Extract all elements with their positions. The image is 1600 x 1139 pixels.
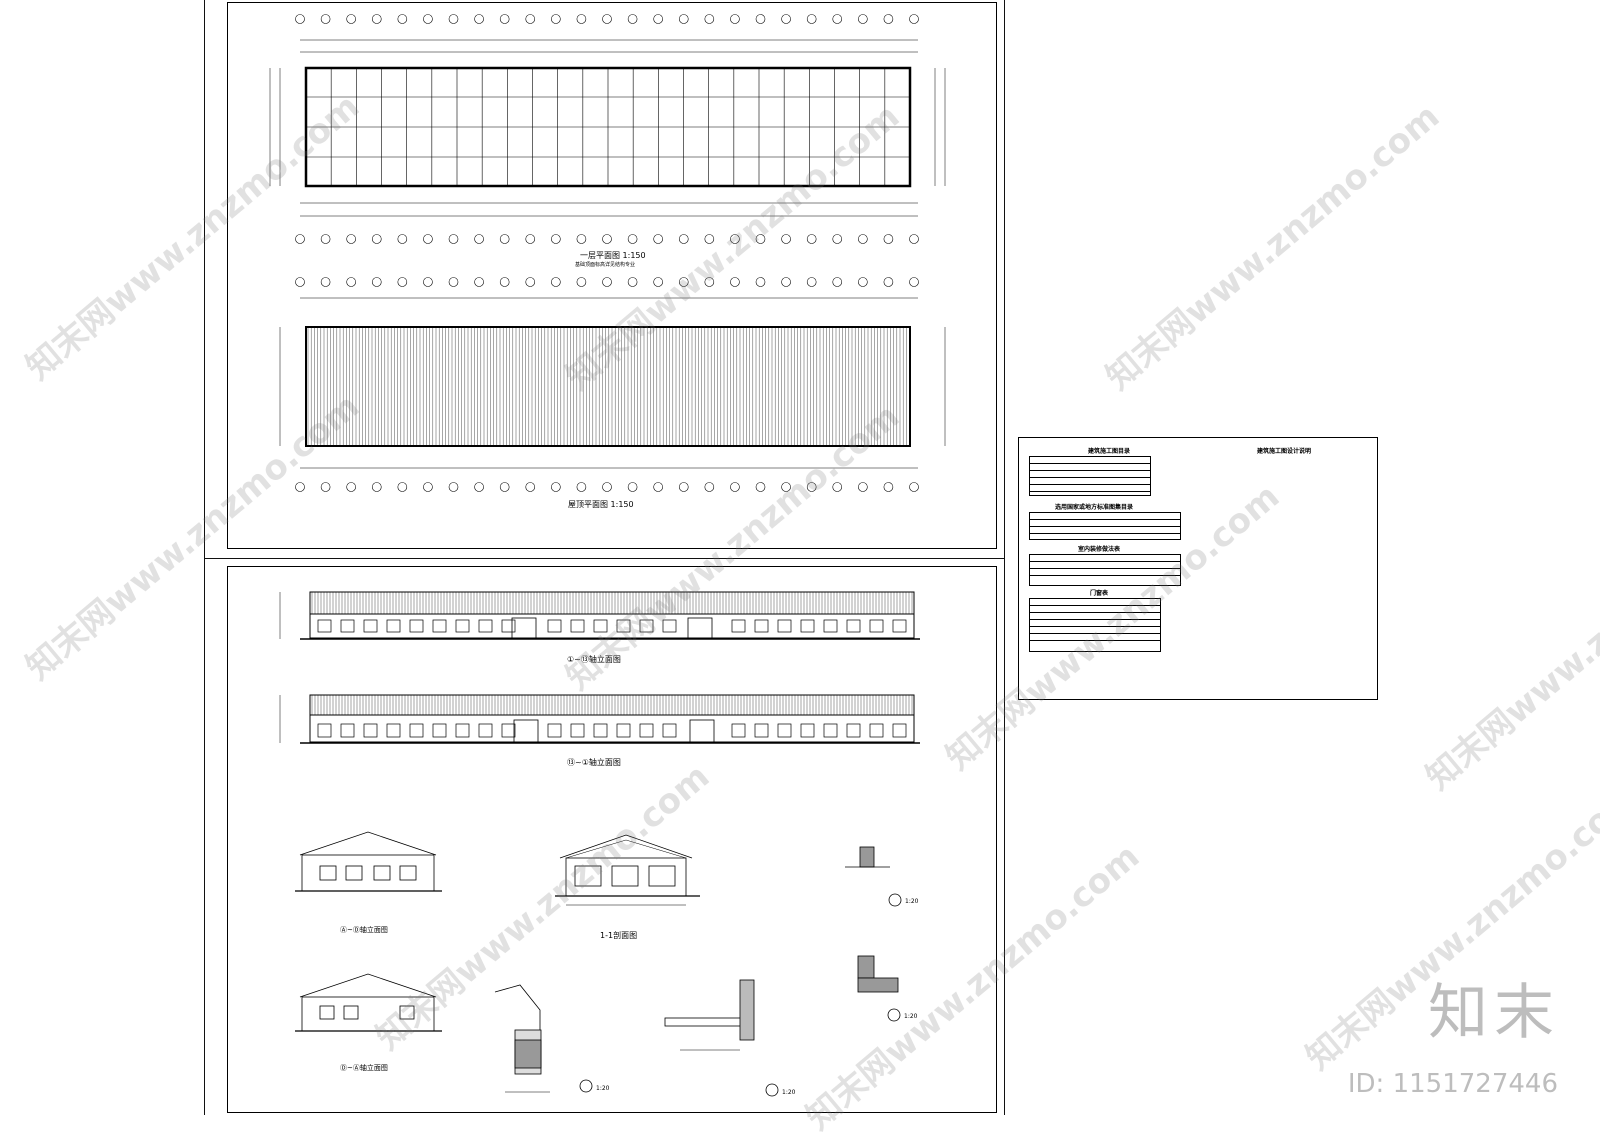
detail-2 — [664, 979, 779, 1097]
design-title: 建筑施工图设计说明 — [1256, 448, 1311, 455]
svg-text:1:20: 1:20 — [782, 1089, 796, 1096]
back-elevation — [279, 694, 920, 744]
sheet-plans — [227, 2, 997, 549]
divider-line — [204, 0, 205, 1115]
index-title: 建筑施工图目录 — [1087, 448, 1130, 455]
door-table — [1029, 598, 1161, 652]
divider-line — [1004, 0, 1005, 1115]
svg-text:1:20: 1:20 — [905, 898, 919, 905]
side-a-title: Ⓐ~Ⓓ轴立面图 — [340, 925, 388, 934]
side-elevation-d — [295, 973, 442, 1032]
index-table — [1029, 456, 1151, 496]
floor-plan-title: 一层平面图 1:150 — [580, 251, 646, 260]
design-text — [1174, 458, 1364, 658]
door-title: 门窗表 — [1089, 590, 1108, 597]
roof-plan — [279, 277, 946, 492]
detail-3 — [845, 846, 902, 907]
section-1-1 — [555, 834, 700, 906]
divider-line — [204, 558, 1004, 559]
finish-title: 室内装修做法表 — [1077, 546, 1120, 553]
side-d-title: Ⓓ~Ⓐ轴立面图 — [340, 1063, 388, 1072]
front-elevation-title: ①~⑬轴立面图 — [567, 654, 621, 664]
detail-4 — [857, 955, 901, 1022]
drawing-canvas: 一层平面图 1:150 基础顶面标高详见结构专业 屋顶平面图 1:150 ①~⑬… — [269, 14, 946, 1097]
roof-plan-title: 屋顶平面图 1:150 — [568, 500, 634, 509]
detail-1 — [494, 984, 593, 1093]
notes-sheet: 建筑施工图目录 选用国家或地方标准图集目录 室内装修做法表 门窗表 建筑施工图设… — [1018, 437, 1378, 700]
image-id: ID: 1151727446 — [1347, 1069, 1558, 1099]
back-elevation-title: ⑬~①轴立面图 — [567, 757, 621, 767]
floor-plan — [269, 14, 946, 244]
svg-text:1:20: 1:20 — [596, 1085, 610, 1092]
svg-text:基础顶面标高详见结构专业: 基础顶面标高详见结构专业 — [575, 261, 635, 268]
side-elevation-a — [295, 831, 442, 892]
finish-table — [1029, 554, 1181, 586]
brand-logo: 知末 — [1428, 978, 1560, 1048]
standard-table — [1029, 512, 1181, 540]
section-title: 1-1剖面图 — [600, 930, 637, 940]
svg-text:1:20: 1:20 — [904, 1013, 918, 1020]
standard-title: 选用国家或地方标准图集目录 — [1054, 504, 1133, 511]
front-elevation — [279, 591, 920, 640]
